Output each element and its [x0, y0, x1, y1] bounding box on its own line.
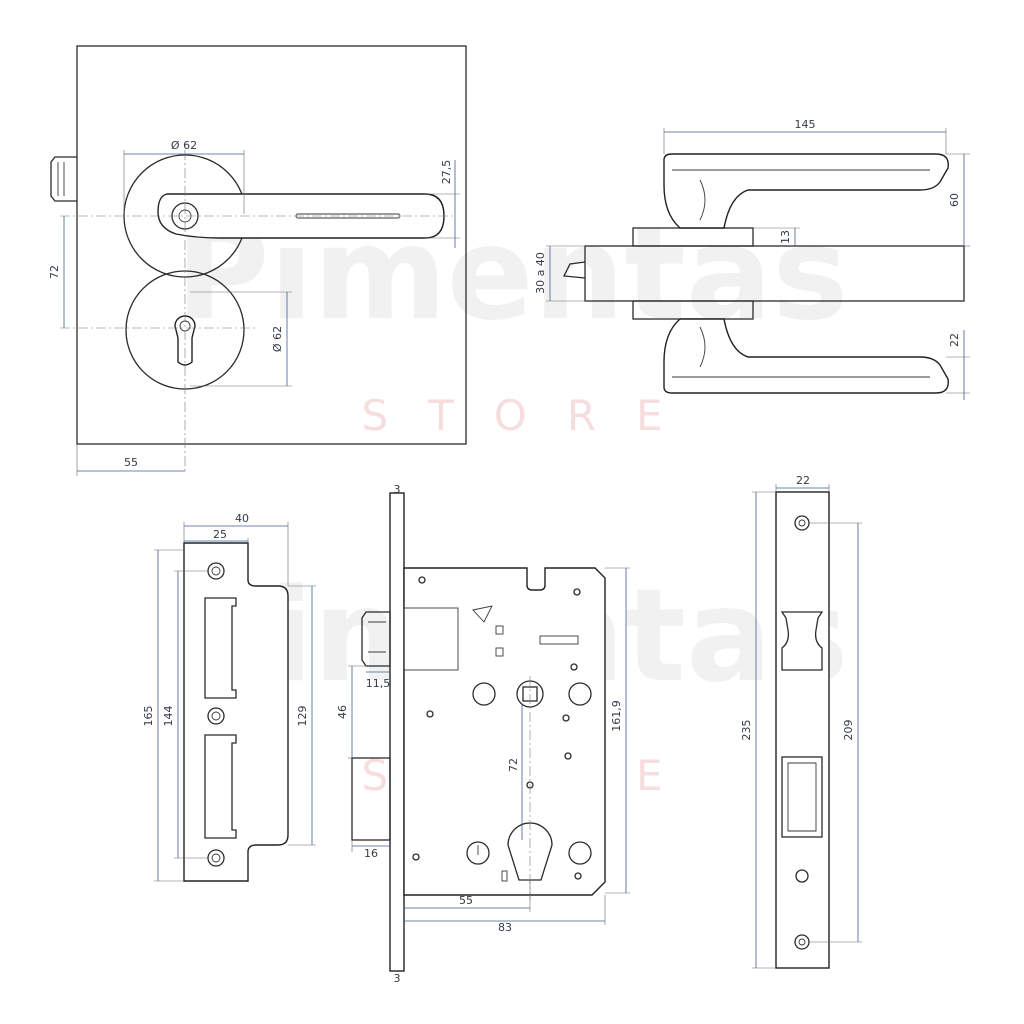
- dim-faceplate-thickness-bottom: 3: [394, 972, 401, 985]
- dim-lever-width: 22: [948, 333, 961, 347]
- dim-rose-thickness: 13: [779, 230, 792, 244]
- latch-opening: [204, 597, 237, 699]
- dim-rose-diameter: Ø 62: [171, 139, 197, 152]
- dim-faceplate-hole-spacing: 209: [842, 720, 855, 741]
- dim-latch-projection: 11,5: [366, 677, 391, 690]
- dim-strike-width-inner: 25: [213, 528, 227, 541]
- faceplate-bolt-opening: [781, 756, 823, 838]
- dim-strike-height-holes: 144: [162, 706, 175, 727]
- watermark-store-top: STORE: [361, 391, 702, 440]
- cylinder-hole: [507, 822, 553, 881]
- lock-body: 3 3 11,5 46 16 72 161,9 55 83: [336, 483, 630, 985]
- dim-case-depth: 83: [498, 921, 512, 934]
- dim-escutcheon-diameter: Ø 62: [271, 326, 284, 352]
- dim-bolt-projection: 16: [364, 847, 378, 860]
- dim-faceplate-thickness-top: 3: [394, 483, 401, 496]
- latch-tip: [50, 156, 77, 202]
- faceplate-view: 22 235 209: [740, 474, 862, 969]
- dim-door-thickness: 30 a 40: [534, 252, 547, 294]
- strike-plate: 40 25 165 144 129: [142, 512, 316, 882]
- side-view: 145 60 30 a 40 13 22: [534, 118, 970, 400]
- dim-backset: 55: [124, 456, 138, 469]
- faceplate-outline: [775, 491, 830, 969]
- dim-lock-center-distance: 72: [507, 758, 520, 772]
- lever-bottom-side: [663, 318, 949, 394]
- faceplate-latch-opening: [780, 611, 824, 671]
- door-section: [584, 245, 965, 302]
- dim-lever-height: 27,5: [440, 160, 453, 185]
- faceplate-hole-lower: [795, 869, 809, 883]
- latch-bolt: [361, 611, 391, 667]
- dead-bolt: [351, 757, 391, 841]
- dim-lever-length: 145: [795, 118, 816, 131]
- strike-plate-outline: [183, 542, 289, 882]
- dim-strike-height-total: 165: [142, 706, 155, 727]
- dim-latch-height: 46: [336, 705, 349, 719]
- lock-faceplate: [389, 492, 405, 972]
- dim-faceplate-height: 235: [740, 720, 753, 741]
- dim-center-distance: 72: [48, 265, 61, 279]
- dim-faceplate-width: 22: [796, 474, 810, 487]
- screw-hole-middle: [207, 707, 225, 725]
- latch-tongue-side: [562, 261, 586, 279]
- dim-lock-backset: 55: [459, 894, 473, 907]
- dim-strike-width-outer: 40: [235, 512, 249, 525]
- door-panel: [76, 45, 467, 445]
- front-view: Ø 62 27,5 72 Ø 62 55: [48, 45, 467, 476]
- bolt-opening: [204, 734, 237, 839]
- dim-lever-offset: 60: [948, 193, 961, 207]
- dim-strike-height-strike: 129: [296, 706, 309, 727]
- lever-top-side: [663, 153, 949, 229]
- lock-case: [403, 567, 606, 896]
- dim-case-height: 161,9: [610, 700, 623, 732]
